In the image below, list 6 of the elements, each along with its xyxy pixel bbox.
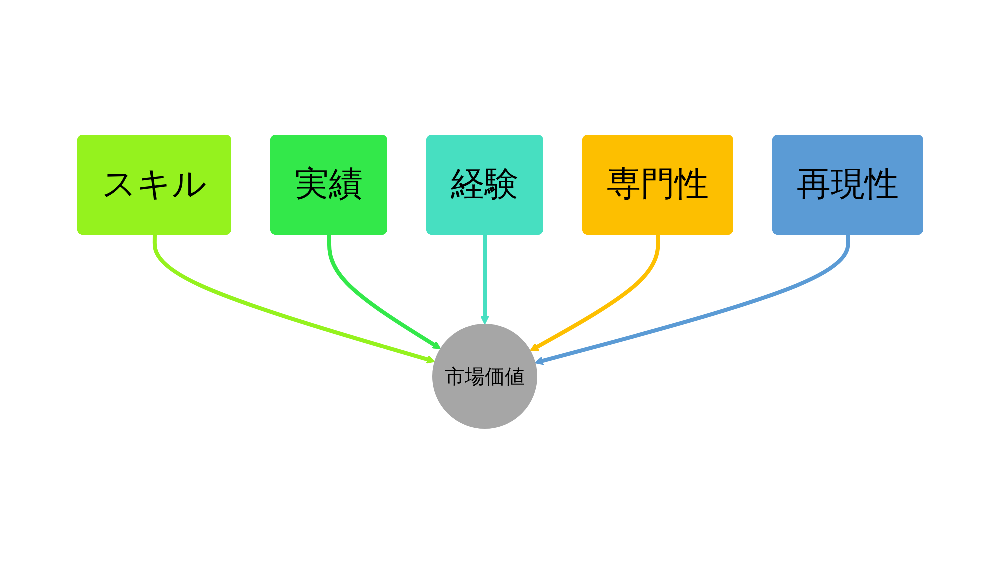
arrow	[326, 234, 441, 349]
node-circle: 市場価値	[432, 324, 537, 428]
arrow	[529, 234, 660, 351]
arrow	[152, 234, 435, 364]
arrow	[534, 234, 850, 365]
arrow	[480, 234, 489, 324]
